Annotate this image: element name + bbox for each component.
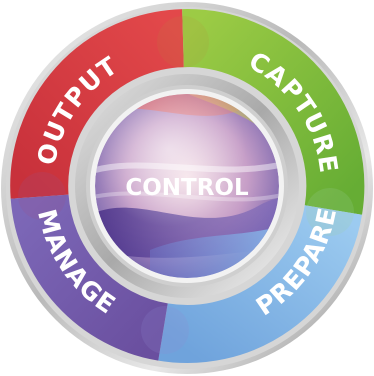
segment-blends bbox=[18, 16, 354, 354]
center-label: CONTROL bbox=[125, 175, 249, 201]
segment-output bbox=[10, 9, 185, 199]
segment-prepare bbox=[158, 204, 363, 363]
segment-manage bbox=[10, 193, 169, 361]
segment-capture bbox=[182, 9, 365, 215]
ring-segments bbox=[10, 9, 365, 363]
